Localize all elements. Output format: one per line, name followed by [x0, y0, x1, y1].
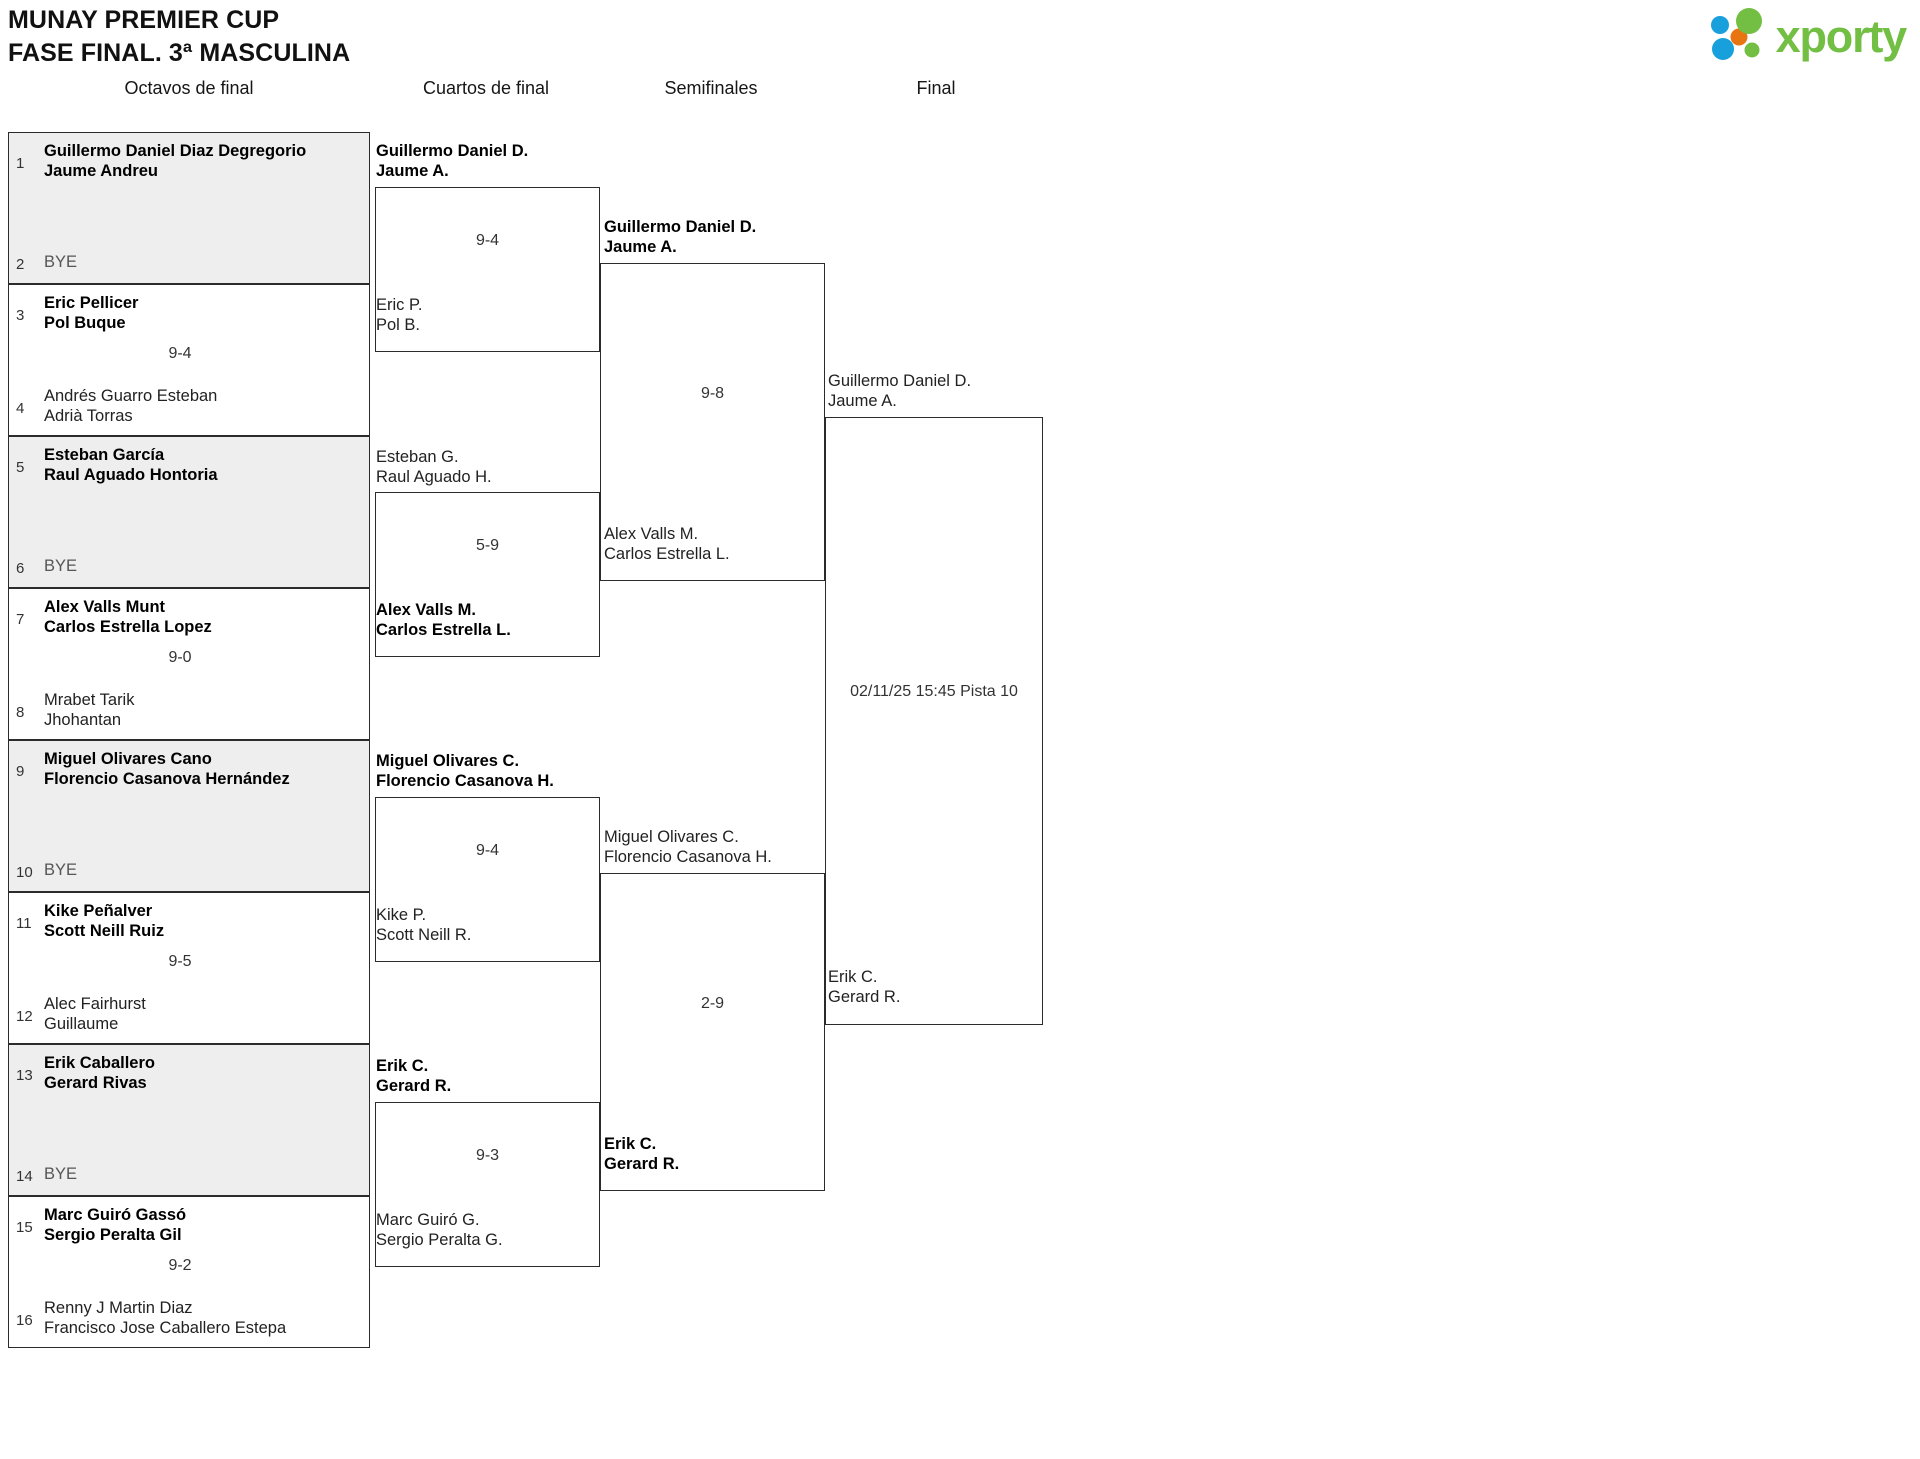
r1-match-4-score: 9-0	[168, 649, 192, 666]
seed-number: 15	[16, 1219, 33, 1236]
team-name: BYE	[44, 253, 78, 271]
tournament-title-line-1: MUNAY PREMIER CUP	[8, 6, 280, 34]
round-header-semifinales: Semifinales	[664, 78, 758, 98]
r4-final-bottom-team: Erik C.Gerard R.	[828, 968, 901, 1006]
r1-match-5-bottom-slot[interactable]: 10 BYE	[9, 859, 369, 882]
r2-match-4-score: 9-3	[475, 1147, 500, 1164]
r2-match-4-bottom-team: Marc Guiró G.Sergio Peralta G.	[376, 1211, 503, 1249]
seed-number: 11	[16, 915, 32, 932]
tournament-header: MUNAY PREMIER CUP FASE FINAL. 3ª MASCULI…	[8, 4, 350, 69]
r1-match-2-score: 9-4	[168, 345, 192, 362]
seed-number: 14	[16, 1168, 33, 1185]
r3-match-2-score: 2-9	[700, 995, 725, 1012]
logo-wordmark: xporty	[1775, 10, 1908, 62]
r2-match-1-box[interactable]	[375, 187, 600, 352]
r2-match-3-box[interactable]	[375, 797, 600, 962]
r3-match-1-top-team: Guillermo Daniel D.Jaume A.	[604, 218, 757, 256]
team-name: BYE	[44, 557, 78, 575]
seed-number: 13	[16, 1067, 33, 1084]
seed-number: 3	[16, 307, 25, 324]
seed-number: 7	[16, 611, 25, 628]
r1-match-7-bottom-slot[interactable]: 14 BYE	[9, 1163, 369, 1186]
seed-number: 10	[16, 864, 33, 881]
round-header-cuartos: Cuartos de final	[422, 78, 550, 98]
r2-match-1-score: 9-4	[475, 232, 500, 249]
r2-match-2-box[interactable]	[375, 492, 600, 657]
seed-number: 6	[16, 560, 25, 577]
r2-match-2-score: 5-9	[475, 537, 500, 554]
tournament-title-line-2: FASE FINAL. 3ª MASCULINA	[8, 38, 351, 67]
r2-match-1-bottom-team: Eric P.Pol B.	[376, 296, 423, 334]
r4-final-top-team: Guillermo Daniel D.Jaume A.	[828, 372, 972, 410]
seed-number: 8	[16, 704, 25, 721]
seed-number: 4	[16, 400, 25, 417]
r3-match-1-bottom-team: Alex Valls M.Carlos Estrella L.	[604, 525, 730, 563]
r2-match-3-top-team: Miguel Olivares C.Florencio Casanova H.	[376, 752, 554, 790]
r3-match-1-score: 9-8	[700, 385, 725, 402]
seed-number: 12	[16, 1008, 33, 1025]
seed-number: 9	[16, 763, 25, 780]
r1-match-3-bottom-slot[interactable]: 6 BYE	[9, 555, 369, 578]
r2-match-4-box[interactable]	[375, 1102, 600, 1267]
team-name: BYE	[44, 861, 78, 879]
r3-match-2-top-team: Miguel Olivares C.Florencio Casanova H.	[604, 828, 772, 866]
seed-number: 5	[16, 459, 25, 476]
r2-match-3-score: 9-4	[475, 842, 500, 859]
round-header-octavos: Octavos de final	[124, 78, 254, 98]
r3-match-2-box[interactable]	[600, 873, 825, 1191]
logo-dots-icon	[1710, 8, 1762, 60]
r3-match-2-bottom-team: Erik C.Gerard R.	[604, 1135, 680, 1173]
r2-match-3-bottom-team: Kike P.Scott Neill R.	[376, 906, 472, 944]
r2-match-2-top-team: Esteban G.Raul Aguado H.	[376, 448, 492, 486]
r2-match-1-top-team: Guillermo Daniel D.Jaume A.	[376, 142, 529, 180]
r1-match-6-score: 9-5	[168, 953, 192, 970]
r2-match-2-bottom-team: Alex Valls M.Carlos Estrella L.	[376, 601, 511, 639]
seed-number: 16	[16, 1312, 33, 1329]
final-match-meta: 02/11/25 15:45 Pista 10	[850, 683, 1018, 700]
r2-match-4-top-team: Erik C.Gerard R.	[376, 1057, 452, 1095]
r4-final-box[interactable]	[825, 417, 1043, 1025]
r1-match-8-score: 9-2	[168, 1257, 192, 1274]
seed-number: 2	[16, 256, 25, 273]
xporty-logo: xporty	[1708, 8, 1908, 64]
team-name: BYE	[44, 1165, 78, 1183]
seed-number: 1	[16, 155, 25, 172]
r3-match-1-box[interactable]	[600, 263, 825, 581]
r1-match-1-bottom-slot[interactable]: 2 BYE	[9, 251, 369, 274]
round-header-final: Final	[916, 78, 956, 98]
